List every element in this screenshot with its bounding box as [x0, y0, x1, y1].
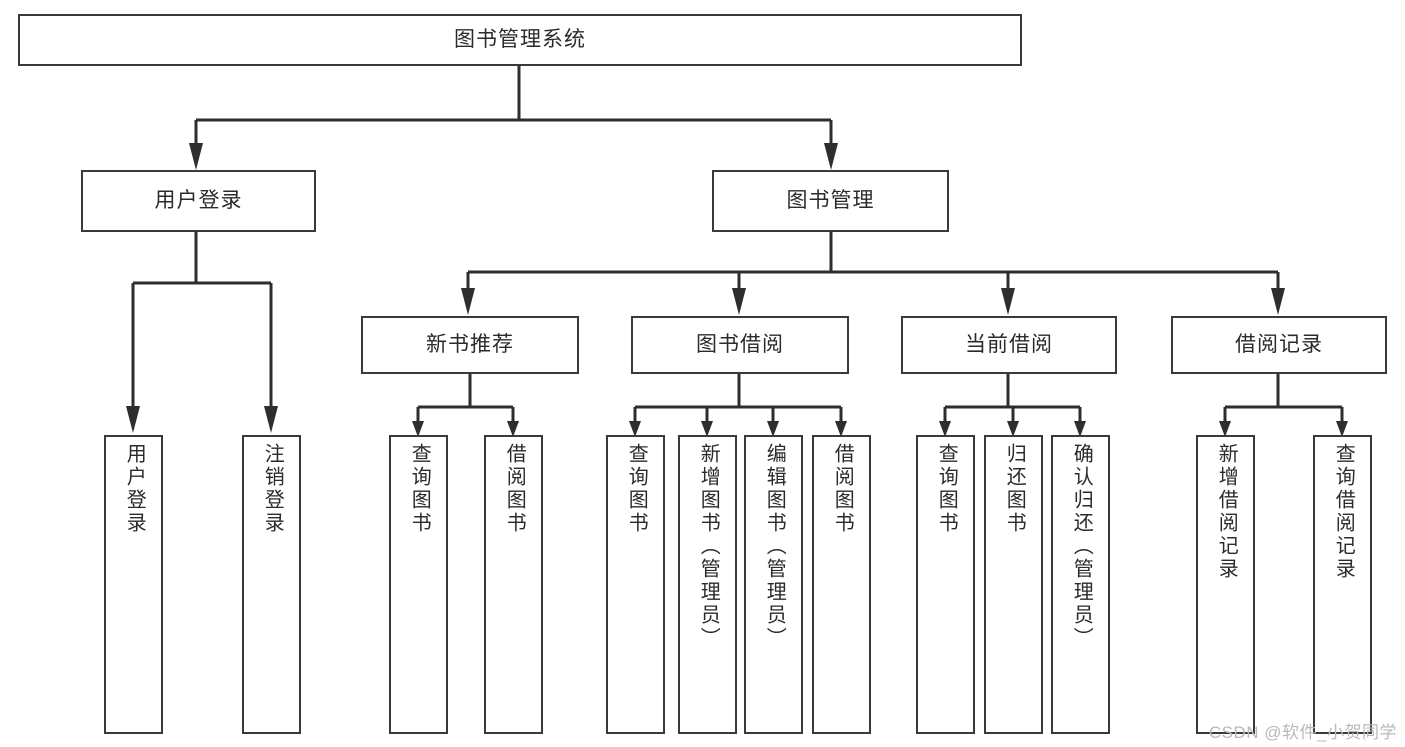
node-leaf-borrow-book-recommend[interactable]: 借阅图书	[484, 435, 543, 734]
node-leaf-borrow-book-label: 借阅图书	[831, 443, 854, 535]
node-leaf-edit-book-label: 编辑图书（管理员）	[763, 443, 786, 650]
node-book-manage-label: 图书管理	[786, 188, 875, 212]
node-new-book-recommend-label: 新书推荐	[426, 332, 514, 356]
node-leaf-add-book[interactable]: 新增图书（管理员）	[678, 435, 737, 734]
node-leaf-return-book[interactable]: 归还图书	[984, 435, 1043, 734]
node-leaf-query-book-current-label: 查询图书	[935, 443, 958, 535]
node-current-borrow-label: 当前借阅	[965, 332, 1053, 356]
node-leaf-query-book-recommend[interactable]: 查询图书	[389, 435, 448, 734]
node-user-login[interactable]: 用户登录	[81, 170, 316, 232]
node-leaf-add-borrow-record[interactable]: 新增借阅记录	[1196, 435, 1255, 734]
node-book-borrow-label: 图书借阅	[696, 332, 784, 356]
node-borrow-record-label: 借阅记录	[1235, 332, 1323, 356]
node-leaf-add-book-label: 新增图书（管理员）	[697, 443, 720, 650]
node-user-login-label: 用户登录	[154, 188, 243, 212]
node-root[interactable]: 图书管理系统	[18, 14, 1022, 66]
node-current-borrow[interactable]: 当前借阅	[901, 316, 1117, 374]
node-leaf-borrow-book[interactable]: 借阅图书	[812, 435, 871, 734]
node-leaf-query-book-recommend-label: 查询图书	[408, 443, 431, 535]
node-leaf-query-book-borrow[interactable]: 查询图书	[606, 435, 665, 734]
node-leaf-return-book-label: 归还图书	[1003, 443, 1026, 535]
node-leaf-query-book-borrow-label: 查询图书	[625, 443, 648, 535]
node-book-borrow[interactable]: 图书借阅	[631, 316, 849, 374]
csdn-watermark: CSDN @软件_小贺同学	[1208, 723, 1397, 742]
node-leaf-edit-book[interactable]: 编辑图书（管理员）	[744, 435, 803, 734]
node-leaf-user-logout[interactable]: 注销登录	[242, 435, 301, 734]
node-root-label: 图书管理系统	[454, 27, 586, 51]
node-leaf-query-borrow-record[interactable]: 查询借阅记录	[1313, 435, 1372, 734]
node-new-book-recommend[interactable]: 新书推荐	[361, 316, 579, 374]
node-leaf-borrow-book-recommend-label: 借阅图书	[503, 443, 526, 535]
node-leaf-query-borrow-record-label: 查询借阅记录	[1332, 443, 1355, 581]
node-borrow-record[interactable]: 借阅记录	[1171, 316, 1387, 374]
node-leaf-user-logout-label: 注销登录	[261, 443, 284, 535]
node-leaf-confirm-return[interactable]: 确认归还（管理员）	[1051, 435, 1110, 734]
node-leaf-user-login[interactable]: 用户登录	[104, 435, 163, 734]
node-leaf-query-book-current[interactable]: 查询图书	[916, 435, 975, 734]
node-leaf-user-login-label: 用户登录	[123, 443, 146, 535]
node-leaf-confirm-return-label: 确认归还（管理员）	[1070, 443, 1093, 650]
node-book-manage[interactable]: 图书管理	[712, 170, 949, 232]
node-leaf-add-borrow-record-label: 新增借阅记录	[1215, 443, 1238, 581]
